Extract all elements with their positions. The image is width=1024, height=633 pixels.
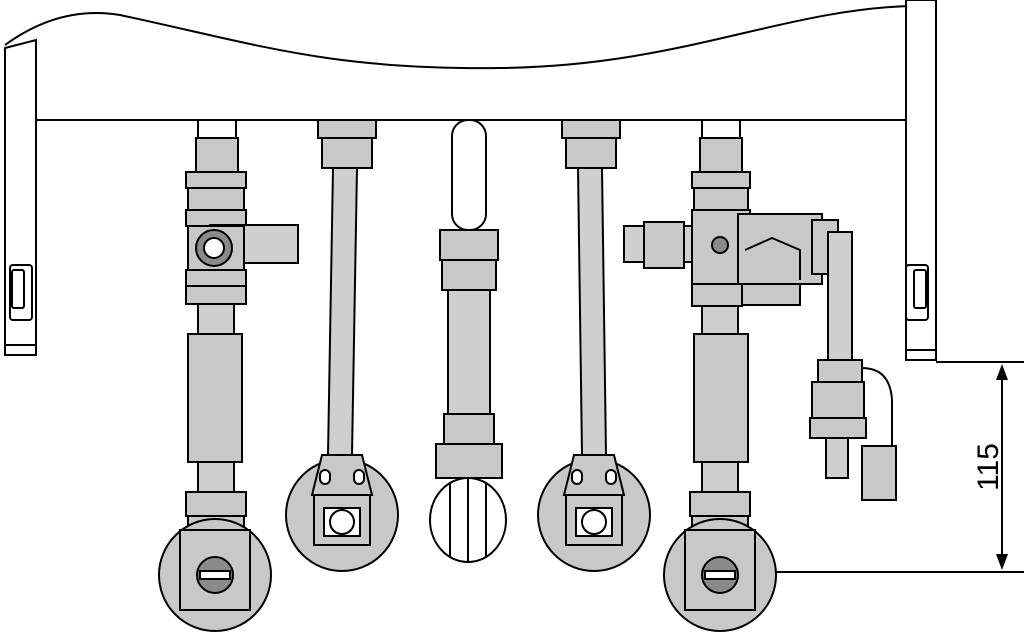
heating-return-connection [623,119,897,632]
heating-flow-connection [158,119,299,632]
dimension-label: 115 [972,443,1005,491]
cold-water-connection [537,119,651,572]
boiler-bracket [4,0,937,361]
dimension-lines [740,361,1024,573]
gas-connection [429,119,507,563]
hot-water-connection [285,119,399,572]
